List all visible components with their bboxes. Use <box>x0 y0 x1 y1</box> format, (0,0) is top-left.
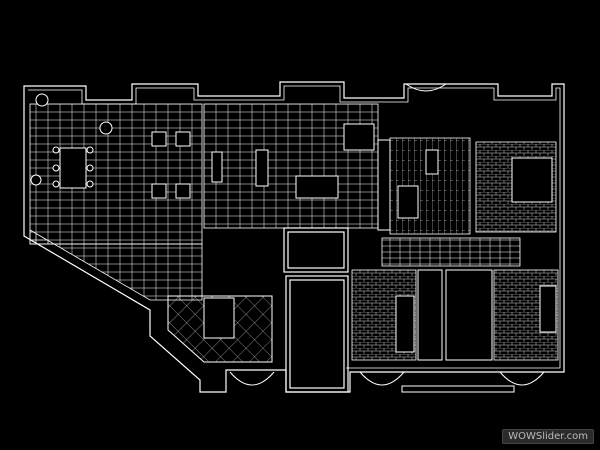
bed-left <box>395 295 415 353</box>
tiled-floor-center <box>203 103 379 229</box>
bath-left <box>417 269 443 361</box>
bay-window <box>405 83 447 92</box>
outer-wall <box>23 81 565 393</box>
bed-upper <box>511 157 553 203</box>
lounge-chair <box>175 131 191 147</box>
chair <box>52 146 60 154</box>
watermark-text: WOWSlider.com <box>502 429 594 444</box>
chair <box>86 180 94 188</box>
bath-right <box>445 269 493 361</box>
lounge-chair <box>151 131 167 147</box>
tiled-floor-left <box>29 103 203 245</box>
plant <box>99 121 113 135</box>
island <box>203 297 235 339</box>
coffee-table <box>295 175 339 199</box>
bay-window <box>229 371 275 386</box>
chair <box>52 164 60 172</box>
bay-window <box>499 371 545 386</box>
lounge-chair <box>175 183 191 199</box>
plant <box>35 93 49 107</box>
counter <box>343 123 375 151</box>
inner-wall <box>28 85 561 369</box>
bay-window <box>359 371 405 386</box>
chair <box>86 146 94 154</box>
stair-core <box>283 227 349 393</box>
plant <box>30 174 42 186</box>
entry-step <box>401 385 515 393</box>
sofa <box>211 151 223 183</box>
bathtub <box>425 149 439 175</box>
sofa <box>255 149 269 187</box>
corridor <box>381 237 521 267</box>
lounge-chair <box>151 183 167 199</box>
chair <box>52 180 60 188</box>
bed-right <box>539 285 557 333</box>
desk <box>377 139 391 231</box>
dining-table <box>59 147 87 189</box>
bathtub <box>397 185 419 219</box>
chair <box>86 164 94 172</box>
